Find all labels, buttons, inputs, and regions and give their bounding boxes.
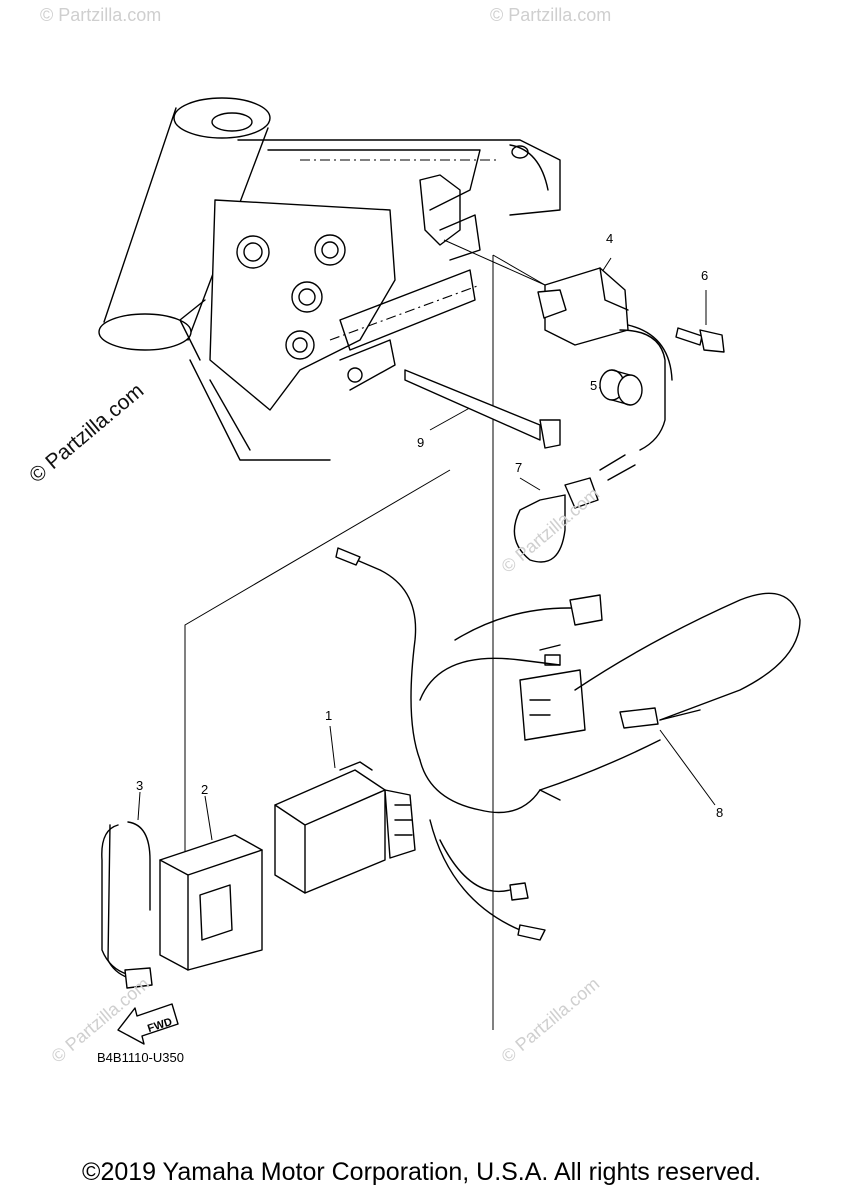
callout-7: 7 (515, 460, 523, 475)
part-2-holder (159, 834, 263, 971)
callout-1: 1 (325, 708, 333, 723)
callout-5: 5 (590, 378, 598, 393)
part-3-band (101, 821, 153, 989)
callout-2: 2 (201, 782, 209, 797)
part-5-grommet (599, 369, 643, 406)
callout-6: 6 (701, 268, 709, 283)
watermark-top-left: © Partzilla.com (40, 5, 162, 25)
part-1-cdi-unit (274, 761, 416, 894)
part-7-spark-plug-cap (513, 454, 636, 563)
leader-lines (137, 239, 716, 1030)
callout-9: 9 (417, 435, 425, 450)
callout-4: 4 (606, 231, 614, 246)
part-4-ignition-coil (537, 267, 673, 451)
callout-8: 8 (716, 805, 724, 820)
part-8-wire-harness (335, 547, 801, 941)
part-9-bracket (404, 369, 561, 449)
watermark-top-right: © Partzilla.com (490, 5, 612, 25)
part-6-bolt (675, 327, 725, 353)
callout-3: 3 (136, 778, 144, 793)
diagram-code: B4B1110-U350 (97, 1050, 184, 1065)
frame-drawing (98, 97, 561, 461)
copyright-notice: ©2019 Yamaha Motor Corporation, U.S.A. A… (82, 1158, 761, 1186)
